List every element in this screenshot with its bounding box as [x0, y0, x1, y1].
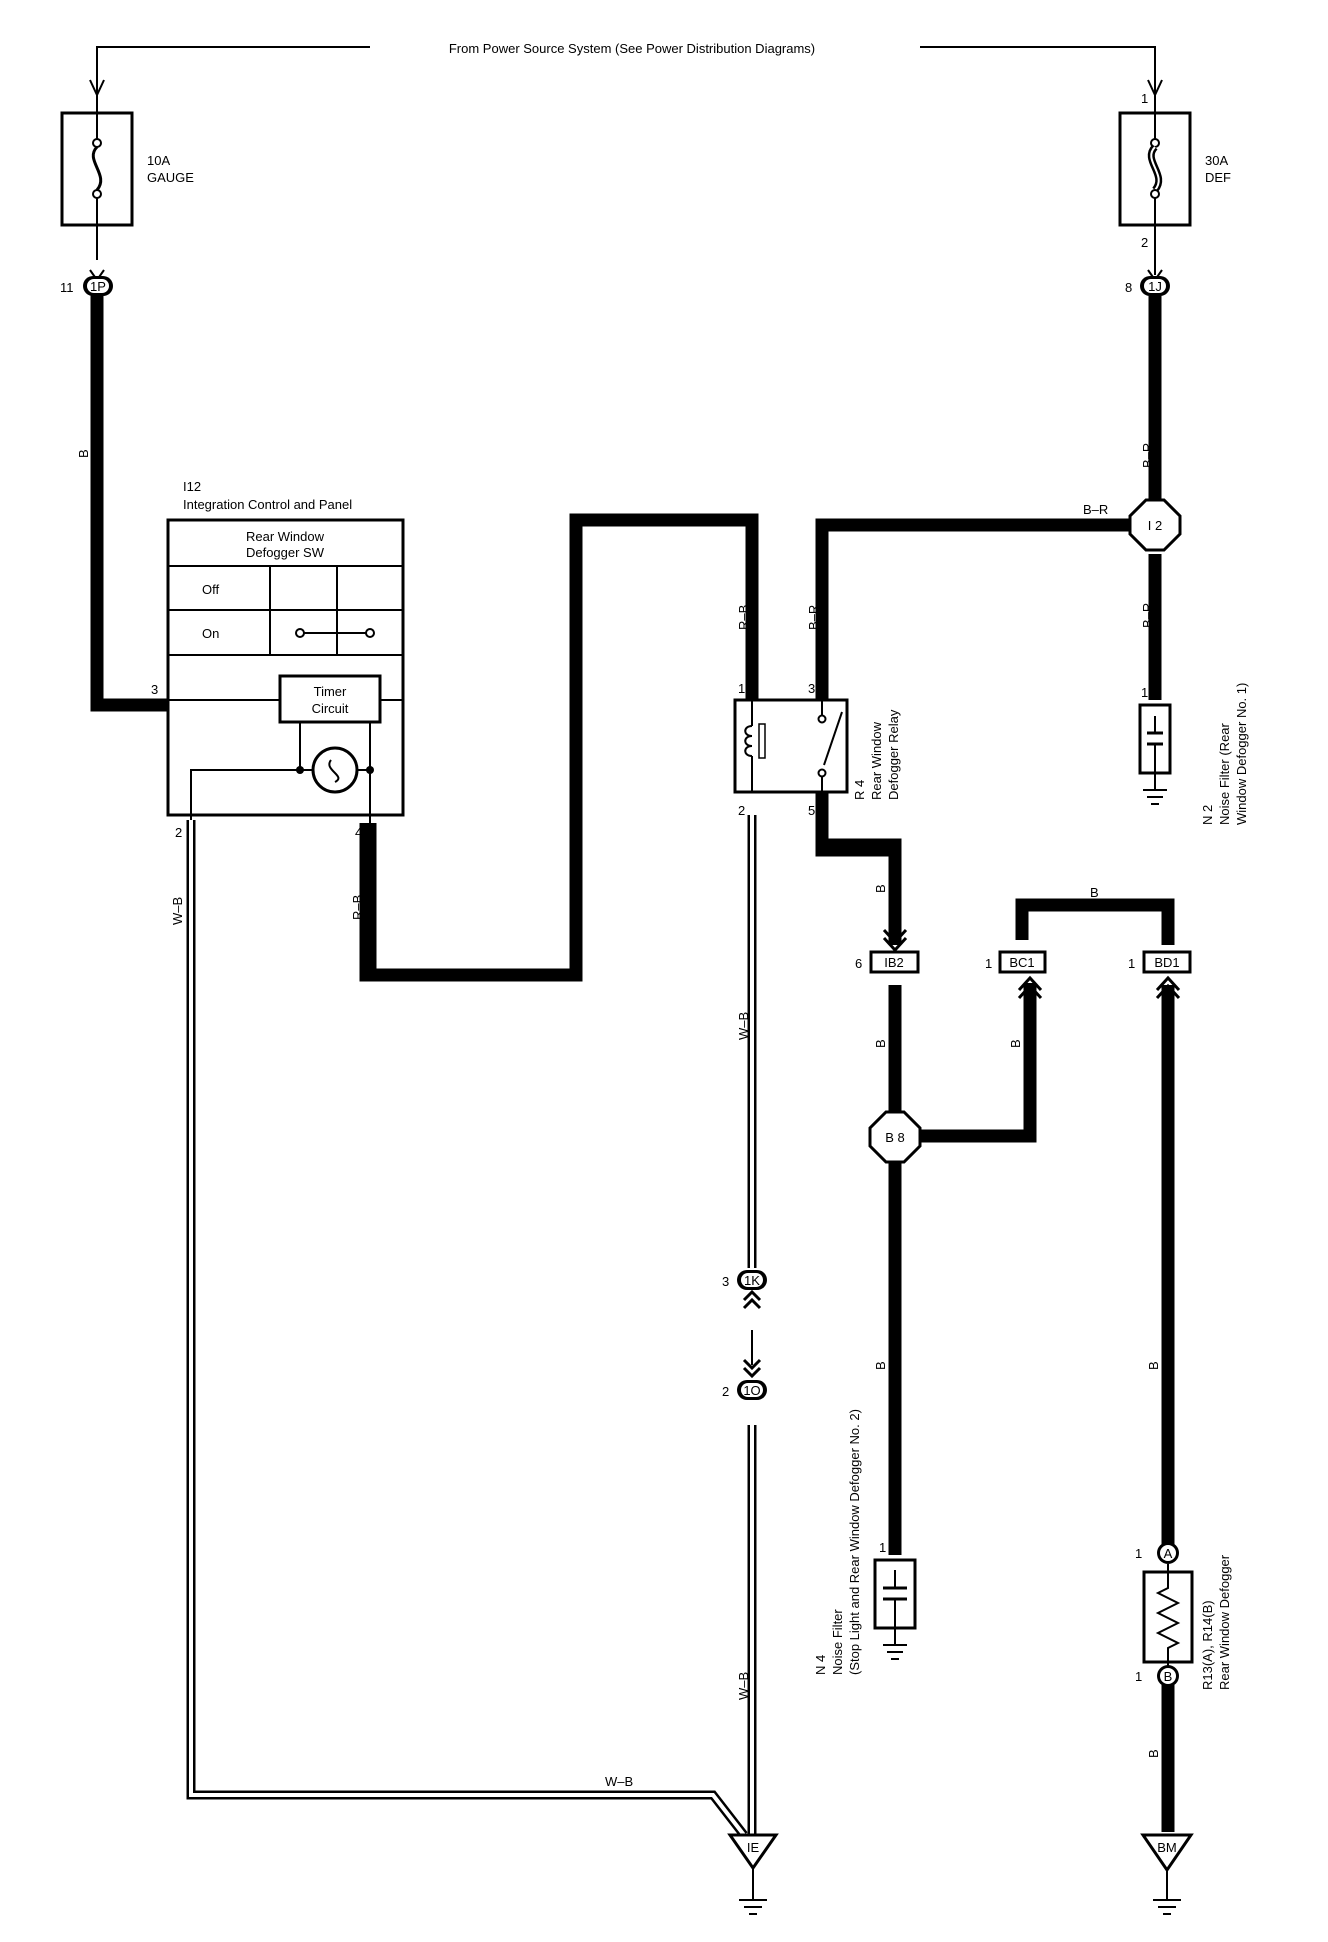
panel-switch-title-1: Rear Window [246, 529, 325, 544]
rear-window-defogger: 1 A 1 B R13(A), R14(B) Rear Window Defog… [1135, 1542, 1232, 1690]
ground-bm-label: BM [1157, 1840, 1177, 1855]
wire-label-b-bc1: B [1008, 1039, 1023, 1048]
panel-name: Integration Control and Panel [183, 497, 352, 512]
panel-pin-4: 4 [355, 825, 362, 840]
relay-pin-1: 1 [738, 681, 745, 696]
noise-filter-n4: 1 N 4 Noise Filter (Stop Light and Rear … [813, 1409, 917, 1675]
noise-filter-n2-pin: 1 [1141, 685, 1148, 700]
relay-pin-3: 3 [808, 681, 815, 696]
connector-bc1-pin: 1 [985, 956, 992, 971]
wire-label-rb-panel: R–B [350, 895, 365, 920]
fuse-gauge: 10A GAUGE [60, 95, 194, 260]
wire-label-rb-relay: R–B [736, 605, 751, 630]
timer-label-2: Circuit [312, 701, 349, 716]
connector-ib2-pin: 6 [855, 956, 862, 971]
ground-ie-label: IE [747, 1840, 760, 1855]
wire-label-br-upper: B–R [1140, 443, 1155, 468]
junction-b8: B 8 [868, 1110, 922, 1164]
wire-label-wb-horizontal: W–B [605, 1774, 633, 1789]
connector-ib2: IB2 6 [855, 928, 920, 974]
defogger-pin-b: B [1164, 1669, 1173, 1684]
wire-label-wb-relay: W–B [736, 1012, 751, 1040]
connector-1p-name: 1P [90, 279, 106, 294]
connector-1k: 1K 3 [722, 1270, 767, 1310]
ground-bm: BM [1140, 1833, 1194, 1915]
relay-name-2: Defogger Relay [886, 709, 901, 800]
junction-i2: I 2 [1128, 498, 1182, 552]
connector-bd1-pin: 1 [1128, 956, 1135, 971]
panel-off-label: Off [202, 582, 219, 597]
defogger-pin-a-num: 1 [1135, 1546, 1142, 1561]
noise-filter-n2: 1 N 2 Noise Filter (Rear Window Defogger… [1138, 683, 1249, 825]
connector-bd1: BD1 1 [1128, 950, 1192, 1000]
fuse-def-name: DEF [1205, 170, 1231, 185]
integration-control-panel: I12 Integration Control and Panel Rear W… [151, 479, 405, 840]
wire-label-b-ib2: B [873, 1039, 888, 1048]
junction-b8-label: B 8 [885, 1130, 905, 1145]
power-source-label: From Power Source System (See Power Dist… [449, 41, 815, 56]
fuse-gauge-name: GAUGE [147, 170, 194, 185]
wb-wires [186, 775, 757, 1838]
connector-bc1-name: BC1 [1009, 955, 1034, 970]
connector-ib2-name: IB2 [884, 955, 904, 970]
noise-filter-n4-line1: Noise Filter [830, 1609, 845, 1675]
relay-pin-2: 2 [738, 803, 745, 818]
timer-label-1: Timer [314, 684, 347, 699]
wire-label-b-gauge: B [76, 449, 91, 458]
panel-pin-2: 2 [175, 825, 182, 840]
wire-label-br-lower: B–R [1140, 603, 1155, 628]
timer-circuit-box [278, 674, 382, 724]
wire-label-b-n4: B [873, 1361, 888, 1370]
ground-ie: IE [727, 1833, 779, 1915]
wire-label-b-ground: B [1146, 1749, 1161, 1758]
connector-bd1-name: BD1 [1154, 955, 1179, 970]
power-source-feed: From Power Source System (See Power Dist… [89, 41, 1163, 98]
noise-filter-n2-line1: Noise Filter (Rear [1217, 722, 1232, 825]
connector-1k-name: 1K [744, 1273, 760, 1288]
defogger-pin-b-num: 1 [1135, 1669, 1142, 1684]
relay-id: R 4 [852, 780, 867, 800]
wire-label-br-relay: B–R [806, 605, 821, 630]
fuse-def-rating: 30A [1205, 153, 1228, 168]
wire-label-wb-panel: W–B [170, 897, 185, 925]
wire-label-b-relay-out: B [873, 884, 888, 893]
fuse-def: 1 2 30A DEF [1118, 91, 1231, 275]
connector-1k-pin: 3 [722, 1274, 729, 1289]
connector-1p: 1P 11 [60, 269, 113, 296]
relay-pin-5: 5 [808, 803, 815, 818]
fuse-gauge-rating: 10A [147, 153, 170, 168]
connector-1o-name: 1O [743, 1383, 760, 1398]
noise-filter-n4-line2: (Stop Light and Rear Window Defogger No.… [847, 1409, 862, 1675]
wire-color-labels: B B–R B–R B–R R–B B–R R–B W–B B B W–B B … [76, 443, 1161, 1789]
noise-filter-n2-line2: Window Defogger No. 1) [1234, 683, 1249, 825]
fuse-def-pin-bottom: 2 [1141, 235, 1148, 250]
noise-filter-n4-id: N 4 [813, 1655, 828, 1675]
connector-1j-name: 1J [1148, 279, 1162, 294]
noise-filter-n4-pin: 1 [879, 1540, 886, 1555]
defogger-line1: R13(A), R14(B) [1200, 1600, 1215, 1690]
connector-bc1: BC1 1 [985, 950, 1047, 1000]
connector-1j: 1J 8 [1125, 269, 1170, 296]
connector-1o-pin: 2 [722, 1384, 729, 1399]
noise-filter-n2-id: N 2 [1200, 805, 1215, 825]
defogger-pin-a: A [1164, 1546, 1173, 1561]
defogger-relay: 1 3 2 5 R 4 Rear Window Defogger Relay [733, 681, 901, 818]
panel-switch-title-2: Defogger SW [246, 545, 325, 560]
thick-wires [90, 292, 1175, 1832]
fuse-def-pin-top: 1 [1141, 91, 1148, 106]
wire-label-wb-lower: W–B [736, 1672, 751, 1700]
wire-label-b-bd1: B [1146, 1361, 1161, 1370]
wire-label-b-bridge: B [1090, 885, 1099, 900]
connector-1j-pin: 8 [1125, 280, 1132, 295]
panel-id: I12 [183, 479, 201, 494]
connector-1o: 1O 2 [722, 1358, 767, 1400]
panel-pin-3: 3 [151, 682, 158, 697]
junction-i2-label: I 2 [1148, 518, 1162, 533]
panel-on-label: On [202, 626, 219, 641]
wire-label-br-horizontal: B–R [1083, 502, 1108, 517]
connector-1p-pin: 11 [60, 280, 74, 295]
relay-name-1: Rear Window [869, 721, 884, 800]
defogger-line2: Rear Window Defogger [1217, 1554, 1232, 1690]
